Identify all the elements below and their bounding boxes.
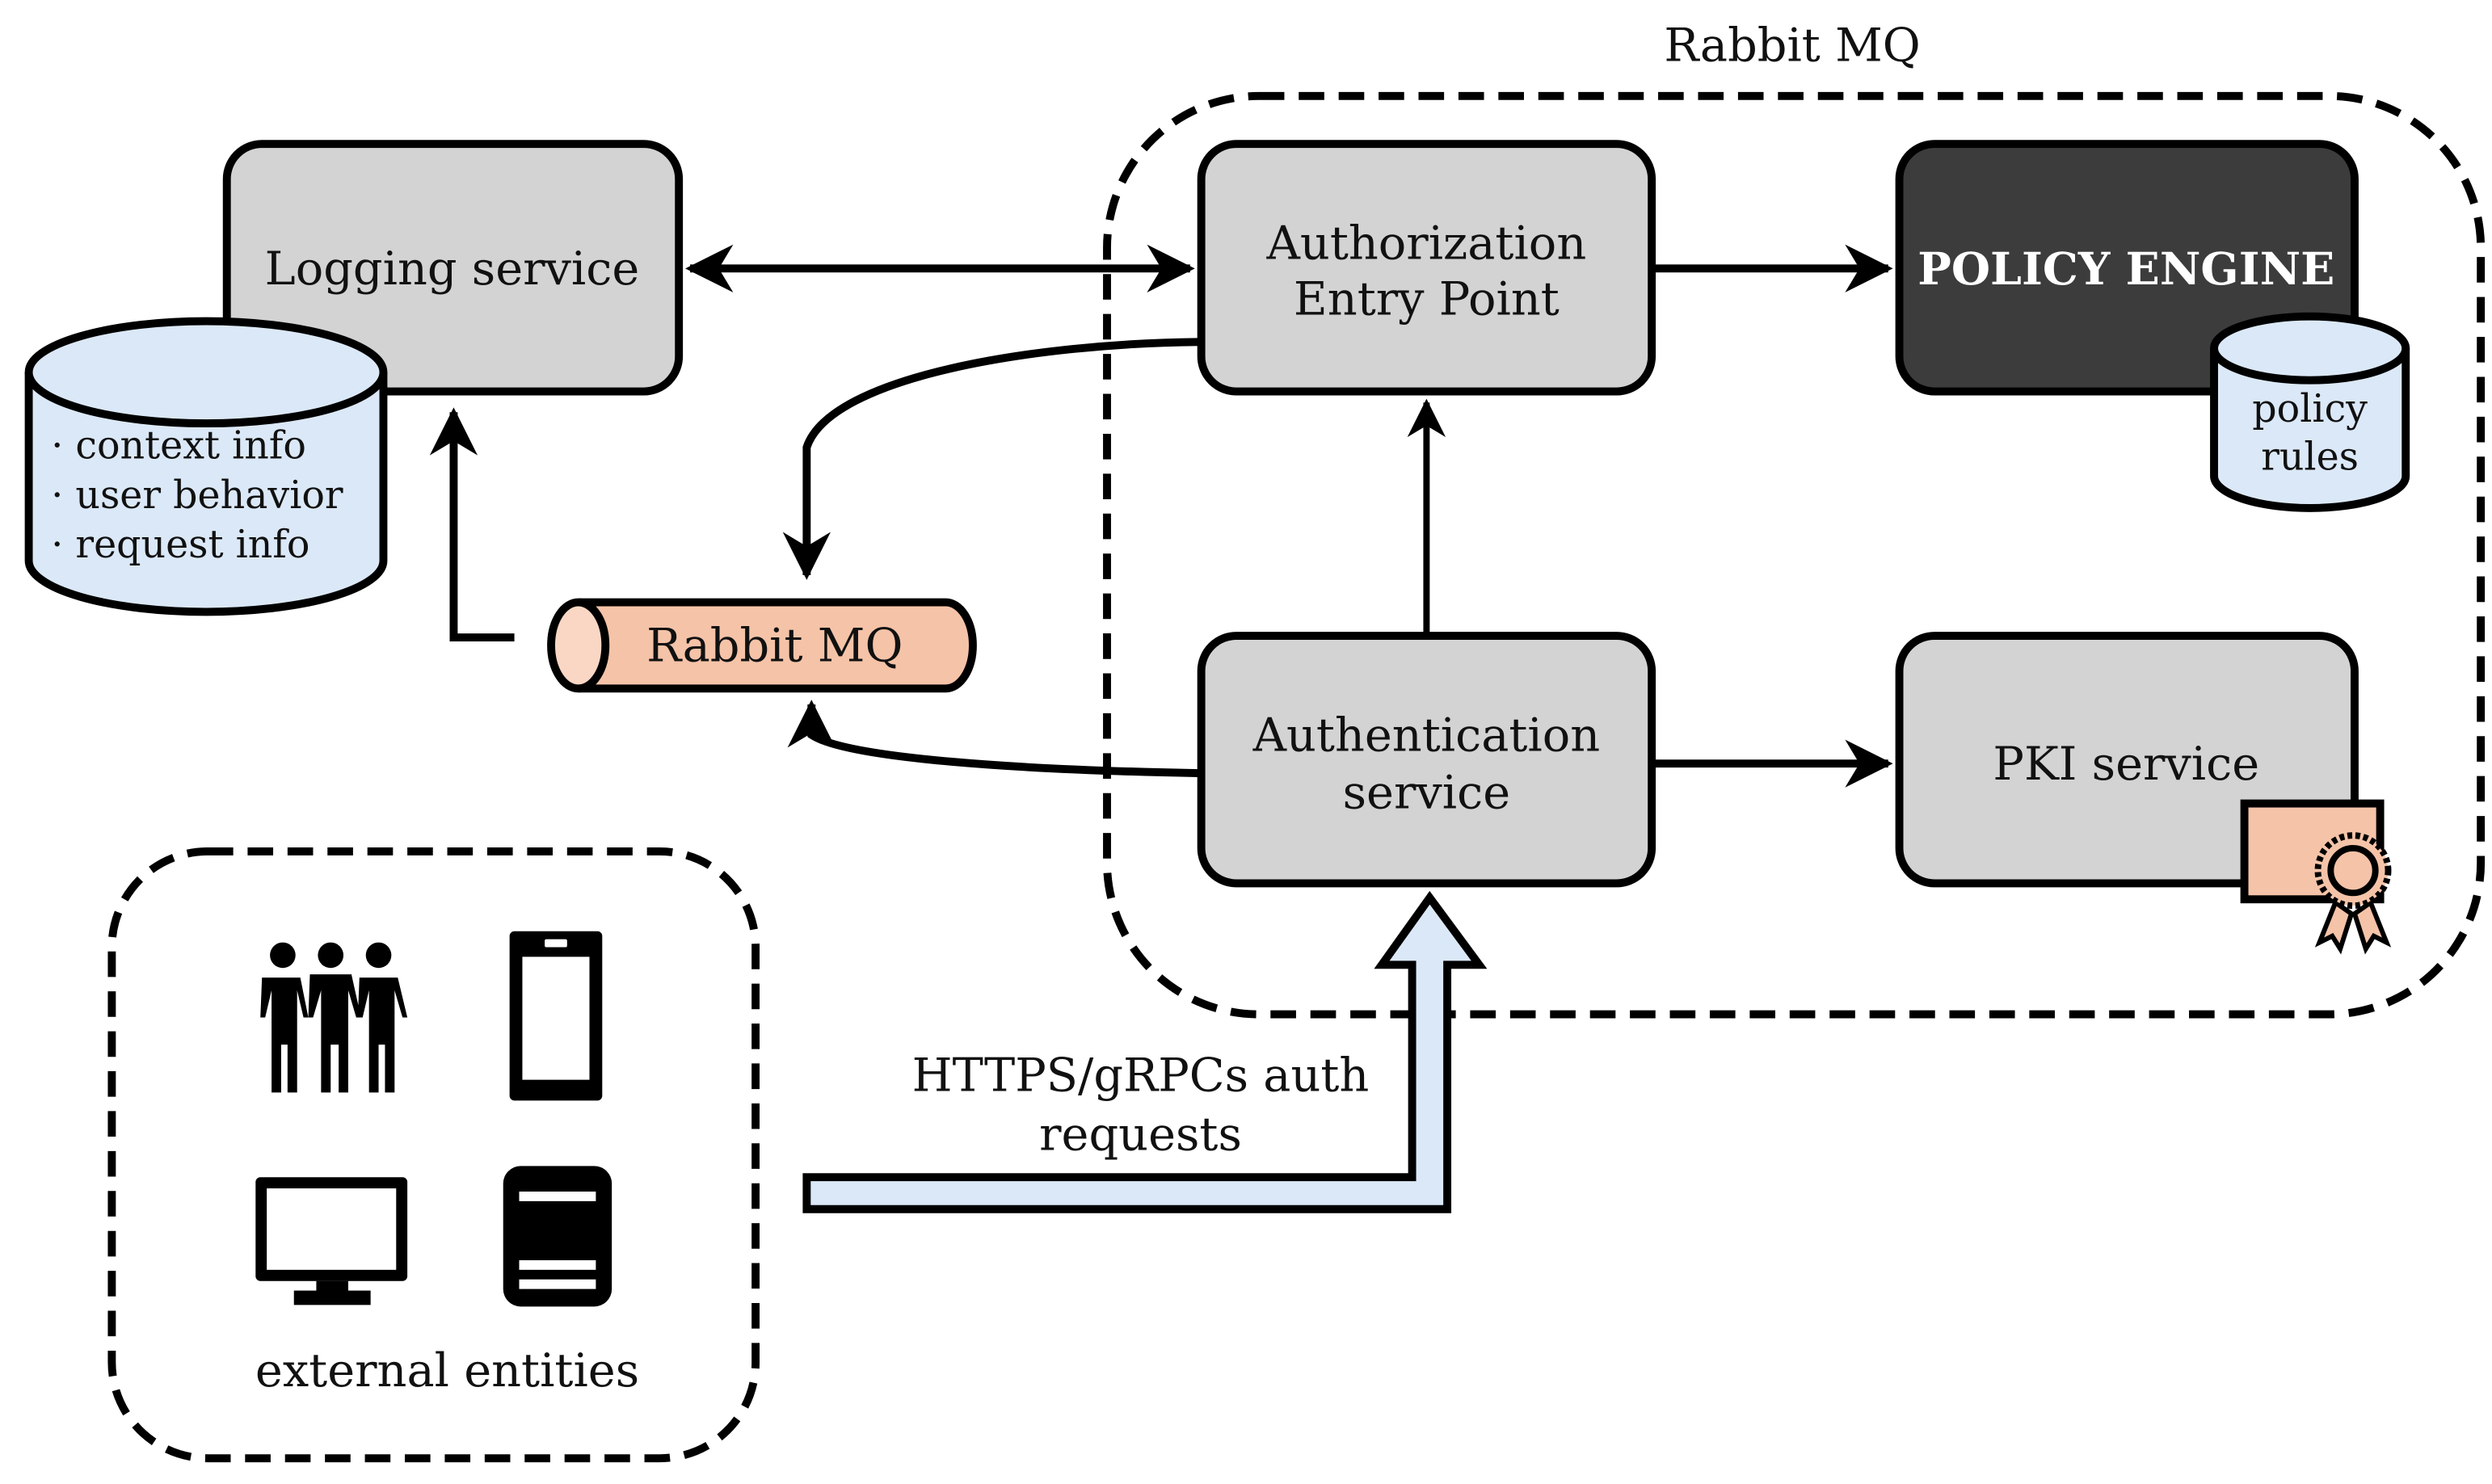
users-icon [260,942,408,1093]
rabbitmq-queue-body [578,598,977,693]
external-entities-boundary [107,847,760,1463]
log-datastore[interactable]: · context info · user behavior · request… [24,317,388,616]
external-entities-group: external entities [107,847,760,1463]
policy-rules-line1: policy [2252,387,2368,431]
log-datastore-top [24,317,388,428]
certificate-icon [2240,799,2392,955]
authorization-entry-point-line1: Authorization [1266,216,1587,270]
authorization-entry-point-box[interactable] [1197,140,1656,396]
log-item-request-info: · request info [51,523,309,567]
monitor-icon [255,1177,408,1305]
log-datastore-body [24,372,388,616]
external-entities-label: external entities [255,1343,639,1398]
logging-service-label: Logging service [265,242,640,296]
policy-engine-label: POLICY ENGINE [1917,243,2334,296]
authentication-service-line1: Authentication [1252,708,1601,762]
policy-rules-line2: rules [2261,435,2359,479]
auth-request-label-line2: requests [1039,1108,1242,1162]
rabbitmq-group-label: Rabbit MQ [1664,18,1920,72]
authentication-service-line2: service [1343,766,1511,820]
policy-rules-top [2210,312,2410,385]
edge-rabbitmq-logging [429,407,515,641]
edges [429,244,1893,788]
authorization-entry-point-node[interactable]: Authorization Entry Point [1197,140,1656,396]
smartphone-icon [509,931,603,1101]
auth-request-arrow: HTTPS/gRPCs auth requests [802,890,1488,1213]
rabbitmq-group: Rabbit MQ [1103,18,2486,1019]
authorization-entry-point-line2: Entry Point [1294,272,1560,326]
pki-service-label: PKI service [1993,737,2259,791]
rabbitmq-queue-node[interactable]: Rabbit MQ [547,598,977,693]
server-icon [503,1166,612,1307]
logging-service-box[interactable] [222,140,684,396]
edge-authorization-rabbitmq [782,338,1198,580]
authentication-service-box[interactable] [1197,632,1656,888]
policy-rules-datastore[interactable]: policy rules [2210,312,2410,512]
rabbitmq-group-boundary [1103,91,2486,1019]
rabbitmq-queue-end [547,598,610,693]
log-item-user-behavior: · user behavior [51,473,343,518]
rabbitmq-queue-label: Rabbit MQ [646,619,903,673]
log-item-context-info: · context info [51,424,306,469]
authentication-service-node[interactable]: Authentication service [1197,632,1656,888]
policy-rules-body [2210,348,2410,512]
edge-authentication-rabbitmq [787,700,1198,777]
auth-request-label-line1: HTTPS/gRPCs auth [912,1048,1370,1102]
logging-service-node[interactable]: Logging service [222,140,684,396]
